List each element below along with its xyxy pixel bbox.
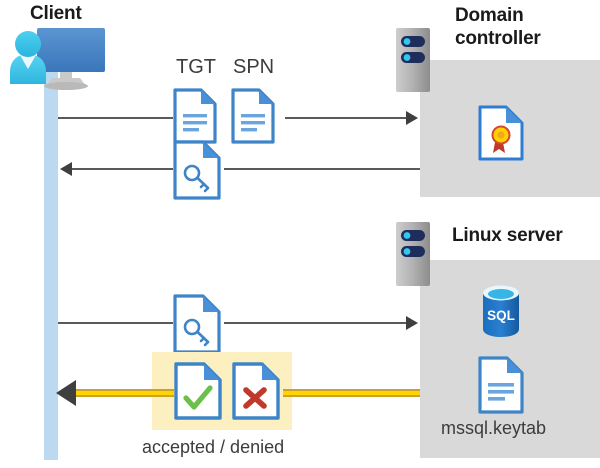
denied-document-icon	[232, 362, 280, 425]
flow-2-line-right	[224, 168, 420, 170]
flow-3-line-left	[58, 322, 173, 324]
linux-server-server-icon	[396, 222, 430, 286]
client-lifeline	[44, 68, 58, 460]
flow-1-line-left	[58, 117, 173, 119]
cross-icon	[243, 387, 267, 409]
flow-1-line-right	[285, 117, 408, 119]
flow-2-line-left	[72, 168, 173, 170]
spn-document-icon	[231, 88, 275, 149]
ticket-key-document-icon-top	[173, 140, 221, 205]
accepted-denied-label: accepted / denied	[142, 437, 285, 457]
sql-database-text: SQL	[487, 308, 515, 323]
flow-4-line-left	[72, 389, 174, 397]
tgt-label: TGT	[176, 56, 216, 78]
flow-3-arrowhead	[406, 316, 418, 330]
spn-label: SPN	[233, 56, 275, 78]
accepted-document-icon	[174, 362, 222, 425]
tgt-document-icon	[173, 88, 217, 149]
domain-controller-server-icon	[396, 28, 430, 92]
linux-server-title: Linux server	[452, 225, 563, 246]
flow-1-arrowhead	[406, 111, 418, 125]
domain-controller-title: Domain controller	[455, 5, 541, 49]
keytab-document-icon	[478, 356, 524, 419]
certificate-document-icon	[478, 105, 524, 166]
check-icon	[183, 385, 213, 410]
flow-3-line-right	[224, 322, 408, 324]
client-workstation-icon	[6, 24, 110, 96]
flow-4-arrowhead	[56, 380, 76, 406]
keytab-file-label: mssql.keytab	[441, 418, 547, 438]
client-title: Client	[30, 3, 82, 24]
sql-database-icon: SQL	[477, 283, 525, 344]
ticket-key-document-icon-bottom	[173, 294, 221, 359]
flow-4-line-right	[283, 389, 420, 397]
flow-2-arrowhead	[60, 162, 72, 176]
